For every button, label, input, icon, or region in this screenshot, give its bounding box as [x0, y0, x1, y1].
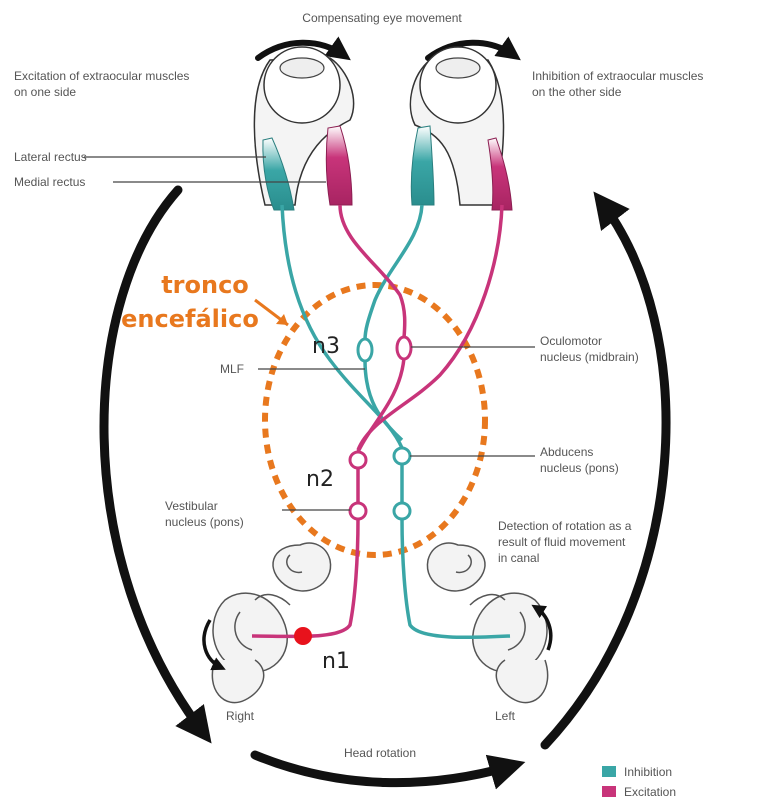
- abducens-label: Abducens nucleus (pons): [540, 445, 619, 475]
- left-medial-rectus-muscle: [411, 126, 434, 205]
- right-medial-rectus-muscle: [326, 126, 352, 205]
- vestibular-label: Vestibular nucleus (pons): [165, 499, 244, 529]
- diagram-title: Compensating eye movement: [302, 11, 462, 25]
- legend-label-excitation: Excitation: [624, 785, 676, 799]
- n3-label: n3: [312, 334, 340, 359]
- legend-label-inhibition: Inhibition: [624, 765, 672, 779]
- brainstem-region-outline: [265, 285, 485, 555]
- legend-swatch-excitation: [602, 786, 616, 797]
- right-inner-ear: [212, 543, 330, 702]
- n2-label: n2: [306, 467, 334, 492]
- oculomotor-nucleus-left: [358, 339, 372, 361]
- oculomotor-label: Oculomotor nucleus (midbrain): [540, 334, 639, 364]
- head-rotation-label: Head rotation: [344, 746, 416, 760]
- n1-label: n1: [322, 649, 350, 674]
- stimulated-receptor-dot: [294, 627, 312, 645]
- vestibular-nucleus-left: [394, 503, 410, 519]
- abducens-nucleus-left: [394, 448, 410, 464]
- tronco-label: tronco: [161, 271, 249, 299]
- legend: Inhibition Excitation: [602, 765, 676, 799]
- right-ear-label: Right: [226, 709, 255, 723]
- inhibition-side-label: Inhibition of extraocular muscles on the…: [532, 69, 707, 99]
- left-eye: [410, 47, 512, 210]
- medial-rectus-label: Medial rectus: [14, 175, 85, 189]
- mlf-label: MLF: [220, 362, 244, 376]
- lateral-rectus-label: Lateral rectus: [14, 150, 87, 164]
- vestibular-nucleus-right: [350, 503, 366, 519]
- legend-swatch-inhibition: [602, 766, 616, 777]
- right-eye: [254, 47, 353, 210]
- excitation-side-label: Excitation of extraocular muscles on one…: [14, 69, 193, 99]
- detection-label: Detection of rotation as a result of flu…: [498, 519, 635, 565]
- oculomotor-nucleus-right: [397, 337, 411, 359]
- encefalico-label: encefálico: [121, 305, 259, 333]
- left-ear-label: Left: [495, 709, 516, 723]
- left-inner-ear: [427, 543, 547, 702]
- abducens-nucleus-right: [350, 452, 366, 468]
